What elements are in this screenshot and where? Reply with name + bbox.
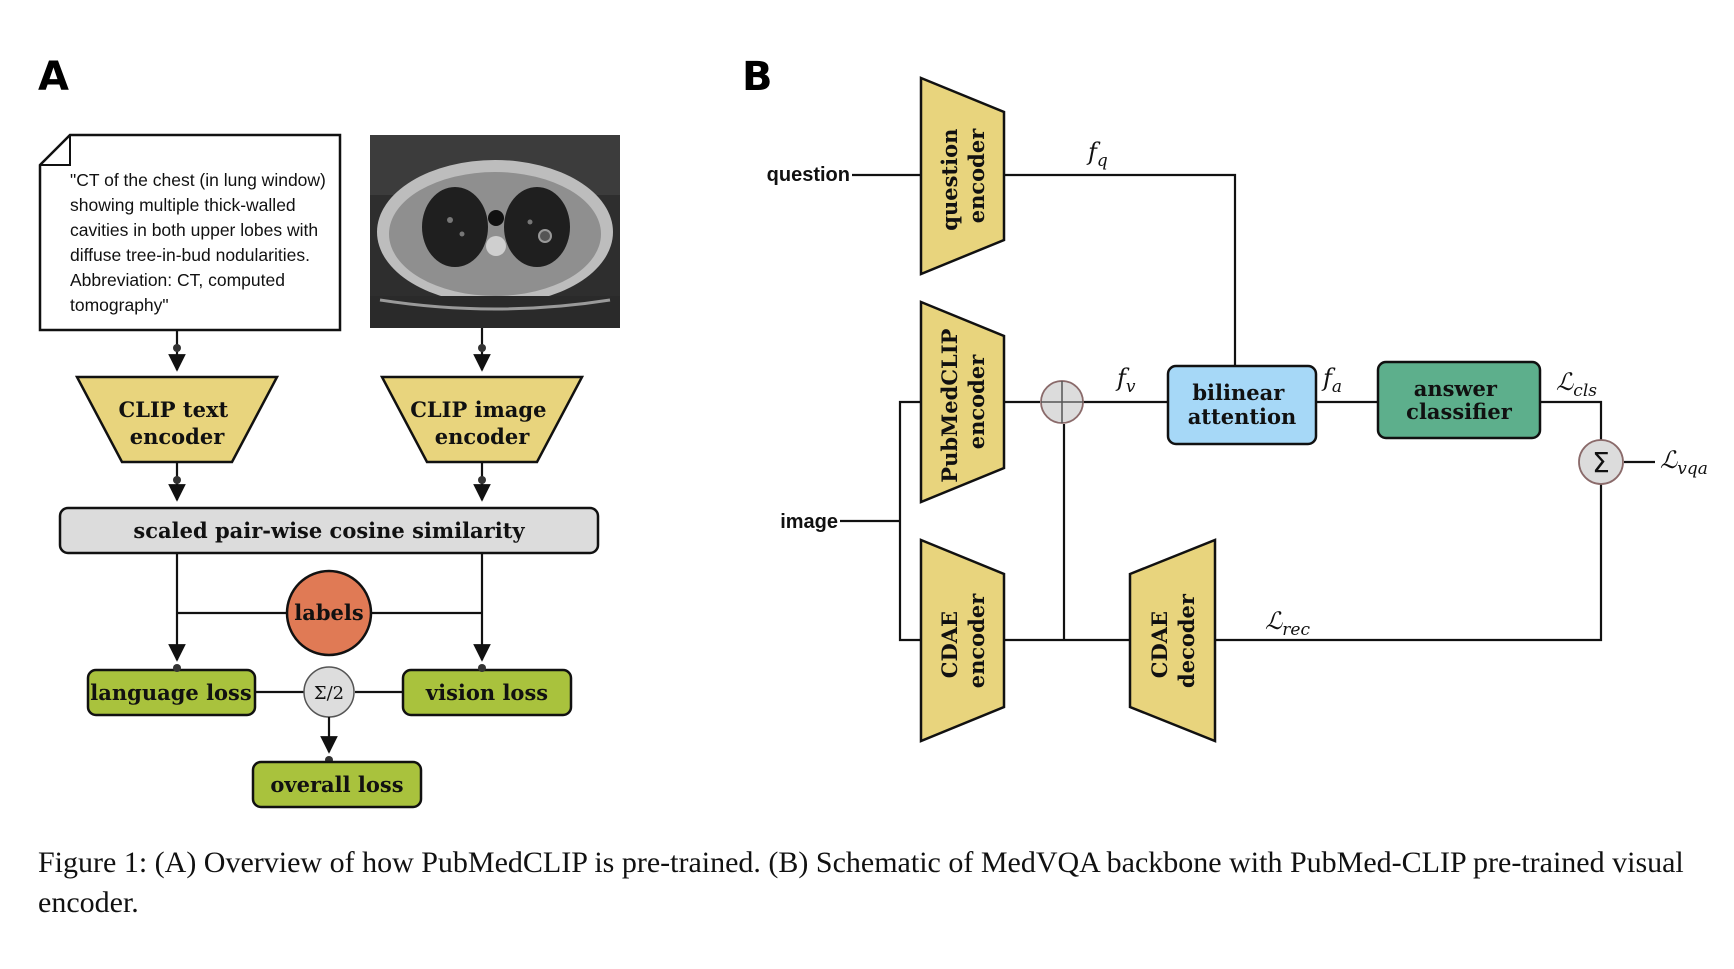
language-loss-box: language loss bbox=[86, 668, 257, 717]
note-line: tomography" bbox=[70, 295, 169, 315]
svg-text:fv: fv bbox=[1115, 364, 1136, 397]
f-v-label: fv bbox=[1115, 364, 1136, 397]
note-line: Abbreviation: CT, computed bbox=[70, 270, 285, 290]
figure-caption: Figure 1: (A) Overview of how PubMedCLIP… bbox=[38, 846, 1684, 919]
cdae-encoder: CDAE encoder bbox=[919, 538, 1006, 743]
svg-text:CDAE encoder: CDAE encoder bbox=[937, 593, 989, 688]
l-vqa-label: ℒvqa bbox=[1660, 446, 1708, 479]
svg-text:labels: labels bbox=[294, 600, 363, 625]
l-cls-label: ℒcls bbox=[1556, 368, 1597, 401]
svg-text:bilinear attention: bilinear attention bbox=[1188, 380, 1297, 429]
cdae-decoder: CDAE decoder bbox=[1128, 538, 1217, 743]
sum-node: Σ bbox=[1578, 439, 1624, 485]
pubmedclip-encoder: PubMedCLIP encoder bbox=[919, 300, 1006, 504]
concat-plus-node bbox=[1040, 380, 1084, 424]
svg-text:CLIP text encoder: CLIP text encoder bbox=[119, 397, 236, 449]
l-rec-label: ℒrec bbox=[1265, 607, 1310, 640]
note-line: "CT of the chest (in lung window) bbox=[70, 170, 326, 190]
image-input-label: image bbox=[780, 511, 838, 533]
svg-text:"CT of the chest (in lung wind: "CT of the chest (in lung window) showin… bbox=[70, 170, 331, 315]
svg-text:ℒrec: ℒrec bbox=[1265, 607, 1310, 640]
labels-circle: labels bbox=[285, 569, 373, 657]
sum-half-node: Σ/2 bbox=[303, 666, 355, 718]
svg-text:ℒvqa: ℒvqa bbox=[1660, 446, 1708, 479]
f-a-label: fa bbox=[1321, 364, 1342, 397]
svg-text:CLIP image encoder: CLIP image encoder bbox=[410, 397, 554, 449]
vision-loss-box: vision loss bbox=[401, 668, 573, 717]
overall-loss-box: overall loss bbox=[251, 760, 423, 809]
svg-text:answer classifier: answer classifier bbox=[1406, 376, 1513, 424]
note-line: showing multiple thick-walled bbox=[70, 195, 296, 215]
caption-note: "CT of the chest (in lung window) showin… bbox=[38, 133, 342, 332]
panel-b-letter: B bbox=[742, 54, 773, 100]
svg-text:Σ: Σ bbox=[1592, 446, 1610, 479]
svg-text:language loss: language loss bbox=[90, 680, 251, 705]
svg-text:PubMedCLIP encoder: PubMedCLIP encoder bbox=[937, 321, 989, 482]
svg-text:question encoder: question encoder bbox=[937, 121, 989, 230]
f-q-label: fq bbox=[1086, 138, 1108, 171]
chest-ct-image bbox=[370, 135, 620, 328]
svg-text:vision loss: vision loss bbox=[425, 680, 548, 705]
svg-text:scaled pair-wise cosine simila: scaled pair-wise cosine similarity bbox=[133, 518, 525, 543]
question-input-label: question bbox=[767, 164, 850, 186]
bilinear-attention-box: bilinear attention bbox=[1166, 364, 1318, 446]
question-encoder: question encoder bbox=[919, 76, 1006, 276]
figure-canvas: A "CT of the chest (in lung window) show… bbox=[38, 54, 1708, 809]
svg-text:Σ/2: Σ/2 bbox=[314, 683, 344, 704]
answer-classifier-box: answer classifier bbox=[1376, 360, 1542, 440]
svg-text:overall loss: overall loss bbox=[270, 772, 403, 797]
clip-image-encoder: CLIP image encoder bbox=[379, 375, 585, 464]
panel-a-letter: A bbox=[38, 54, 69, 100]
svg-text:CDAE decoder: CDAE decoder bbox=[1147, 593, 1199, 688]
note-line: cavities in both upper lobes with bbox=[70, 220, 318, 240]
svg-text:fa: fa bbox=[1321, 364, 1342, 397]
note-line: diffuse tree-in-bud nodularities. bbox=[70, 245, 310, 265]
svg-text:fq: fq bbox=[1086, 138, 1108, 171]
cosine-similarity-box: scaled pair-wise cosine similarity bbox=[58, 506, 600, 555]
svg-text:ℒcls: ℒcls bbox=[1556, 368, 1597, 401]
clip-text-encoder: CLIP text encoder bbox=[74, 375, 280, 464]
